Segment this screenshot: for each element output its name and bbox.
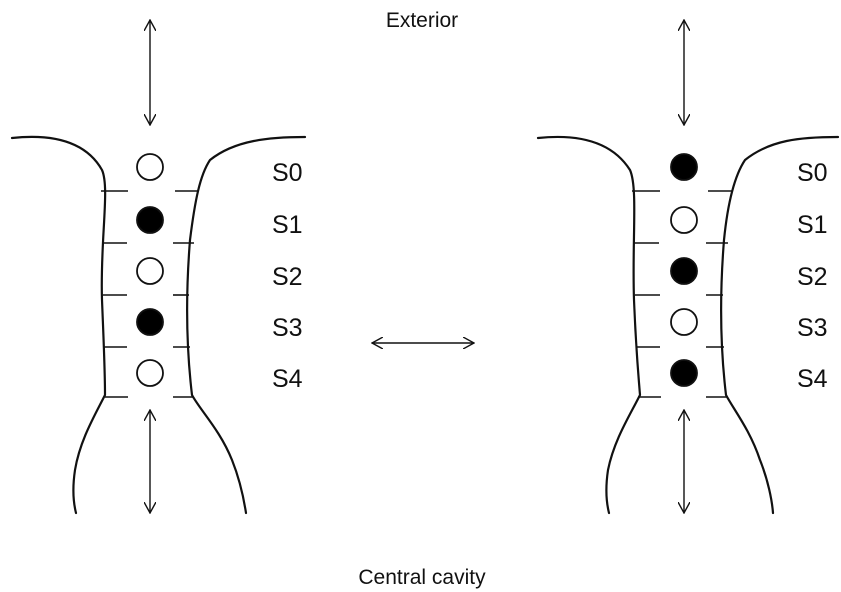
left-site <box>136 206 164 234</box>
left-site-label: S3 <box>272 314 303 342</box>
right-site <box>670 359 698 387</box>
left-channel-inner-wall <box>186 135 307 515</box>
left-site-label: S2 <box>272 263 303 291</box>
right-site-label: S4 <box>797 365 828 393</box>
right-site-label: S3 <box>797 314 828 342</box>
exterior-label: Exterior <box>386 9 458 32</box>
right-site <box>670 257 698 285</box>
right-site <box>670 206 698 234</box>
left-site-label: S0 <box>272 159 303 187</box>
left-channel-outer-wall <box>10 135 107 515</box>
central-cavity-label: Central cavity <box>358 566 486 589</box>
left-site-label: S4 <box>272 365 303 393</box>
right-channel: S0 S1 S2 S3 S4 <box>536 20 840 515</box>
left-site <box>136 257 164 285</box>
right-channel-outer-wall <box>536 135 642 515</box>
right-site-label: S0 <box>797 159 828 187</box>
right-site-label: S1 <box>797 211 828 239</box>
left-site <box>136 153 164 181</box>
left-site <box>136 359 164 387</box>
right-site-label: S2 <box>797 263 828 291</box>
right-site <box>670 153 698 181</box>
left-site <box>136 308 164 336</box>
right-site <box>670 308 698 336</box>
left-channel: S0 S1 S2 S3 S4 <box>10 20 307 515</box>
left-site-label: S1 <box>272 211 303 239</box>
right-channel-inner-wall <box>720 135 840 515</box>
